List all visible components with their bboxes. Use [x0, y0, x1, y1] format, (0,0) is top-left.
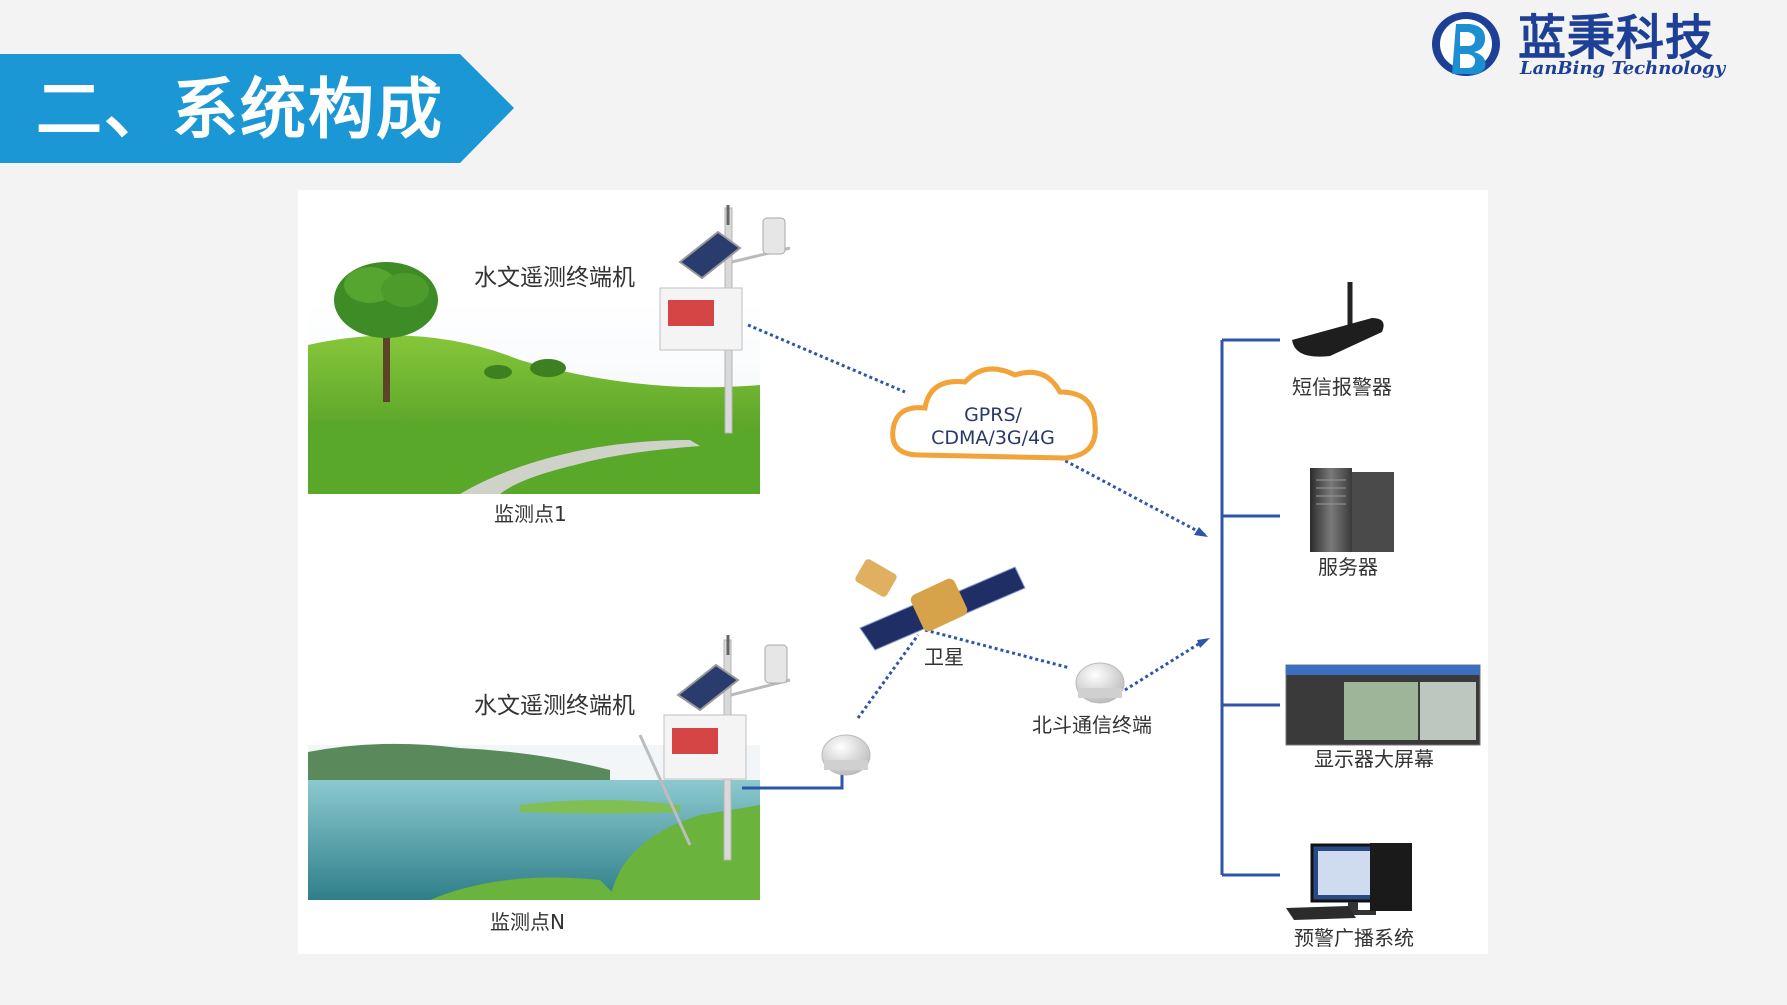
server-icon — [1310, 468, 1394, 552]
router-icon — [1292, 282, 1384, 357]
desktop-computer-icon — [1286, 843, 1412, 920]
link-arrowheads — [1194, 527, 1210, 648]
cloud-network-icon — [890, 366, 1098, 461]
cloud-network-label-line2: CDMA/3G/4G — [931, 427, 1055, 449]
station-n-site-label: 监测点N — [490, 910, 565, 934]
station-1-site-label: 监测点1 — [494, 502, 567, 526]
monitor-screen-icon — [1285, 664, 1481, 746]
telemetry-station-1-icon — [659, 205, 791, 434]
station-n-terminal-label: 水文遥测终端机 — [474, 693, 635, 719]
receiver-label-big-screen: 显示器大屏幕 — [1314, 747, 1434, 771]
receiver-label-broadcast: 预警广播系统 — [1294, 926, 1414, 950]
beidou-dome-icon — [1075, 662, 1125, 704]
telemetry-station-n-icon — [638, 635, 791, 861]
company-name-cn: 蓝秉科技 — [1518, 10, 1715, 66]
satellite-icon — [855, 559, 1026, 651]
station-cable — [742, 770, 844, 790]
section-banner — [0, 54, 514, 163]
beidou-terminal-label: 北斗通信终端 — [1032, 713, 1152, 737]
receiver-label-sms-alarm: 短信报警器 — [1292, 375, 1392, 399]
company-logo-icon — [1432, 12, 1500, 76]
company-name-en: LanBing Technology — [1520, 58, 1726, 79]
receiver-bus — [1220, 338, 1280, 877]
cloud-network-label-line1: GPRS/ — [964, 404, 1022, 426]
section-title: 二、系统构成 — [36, 71, 444, 148]
station-1-terminal-label: 水文遥测终端机 — [474, 265, 635, 291]
receiver-label-server: 服务器 — [1318, 555, 1378, 579]
data-links — [747, 323, 1206, 719]
station-dome-icon — [821, 734, 871, 776]
satellite-label: 卫星 — [924, 645, 964, 669]
